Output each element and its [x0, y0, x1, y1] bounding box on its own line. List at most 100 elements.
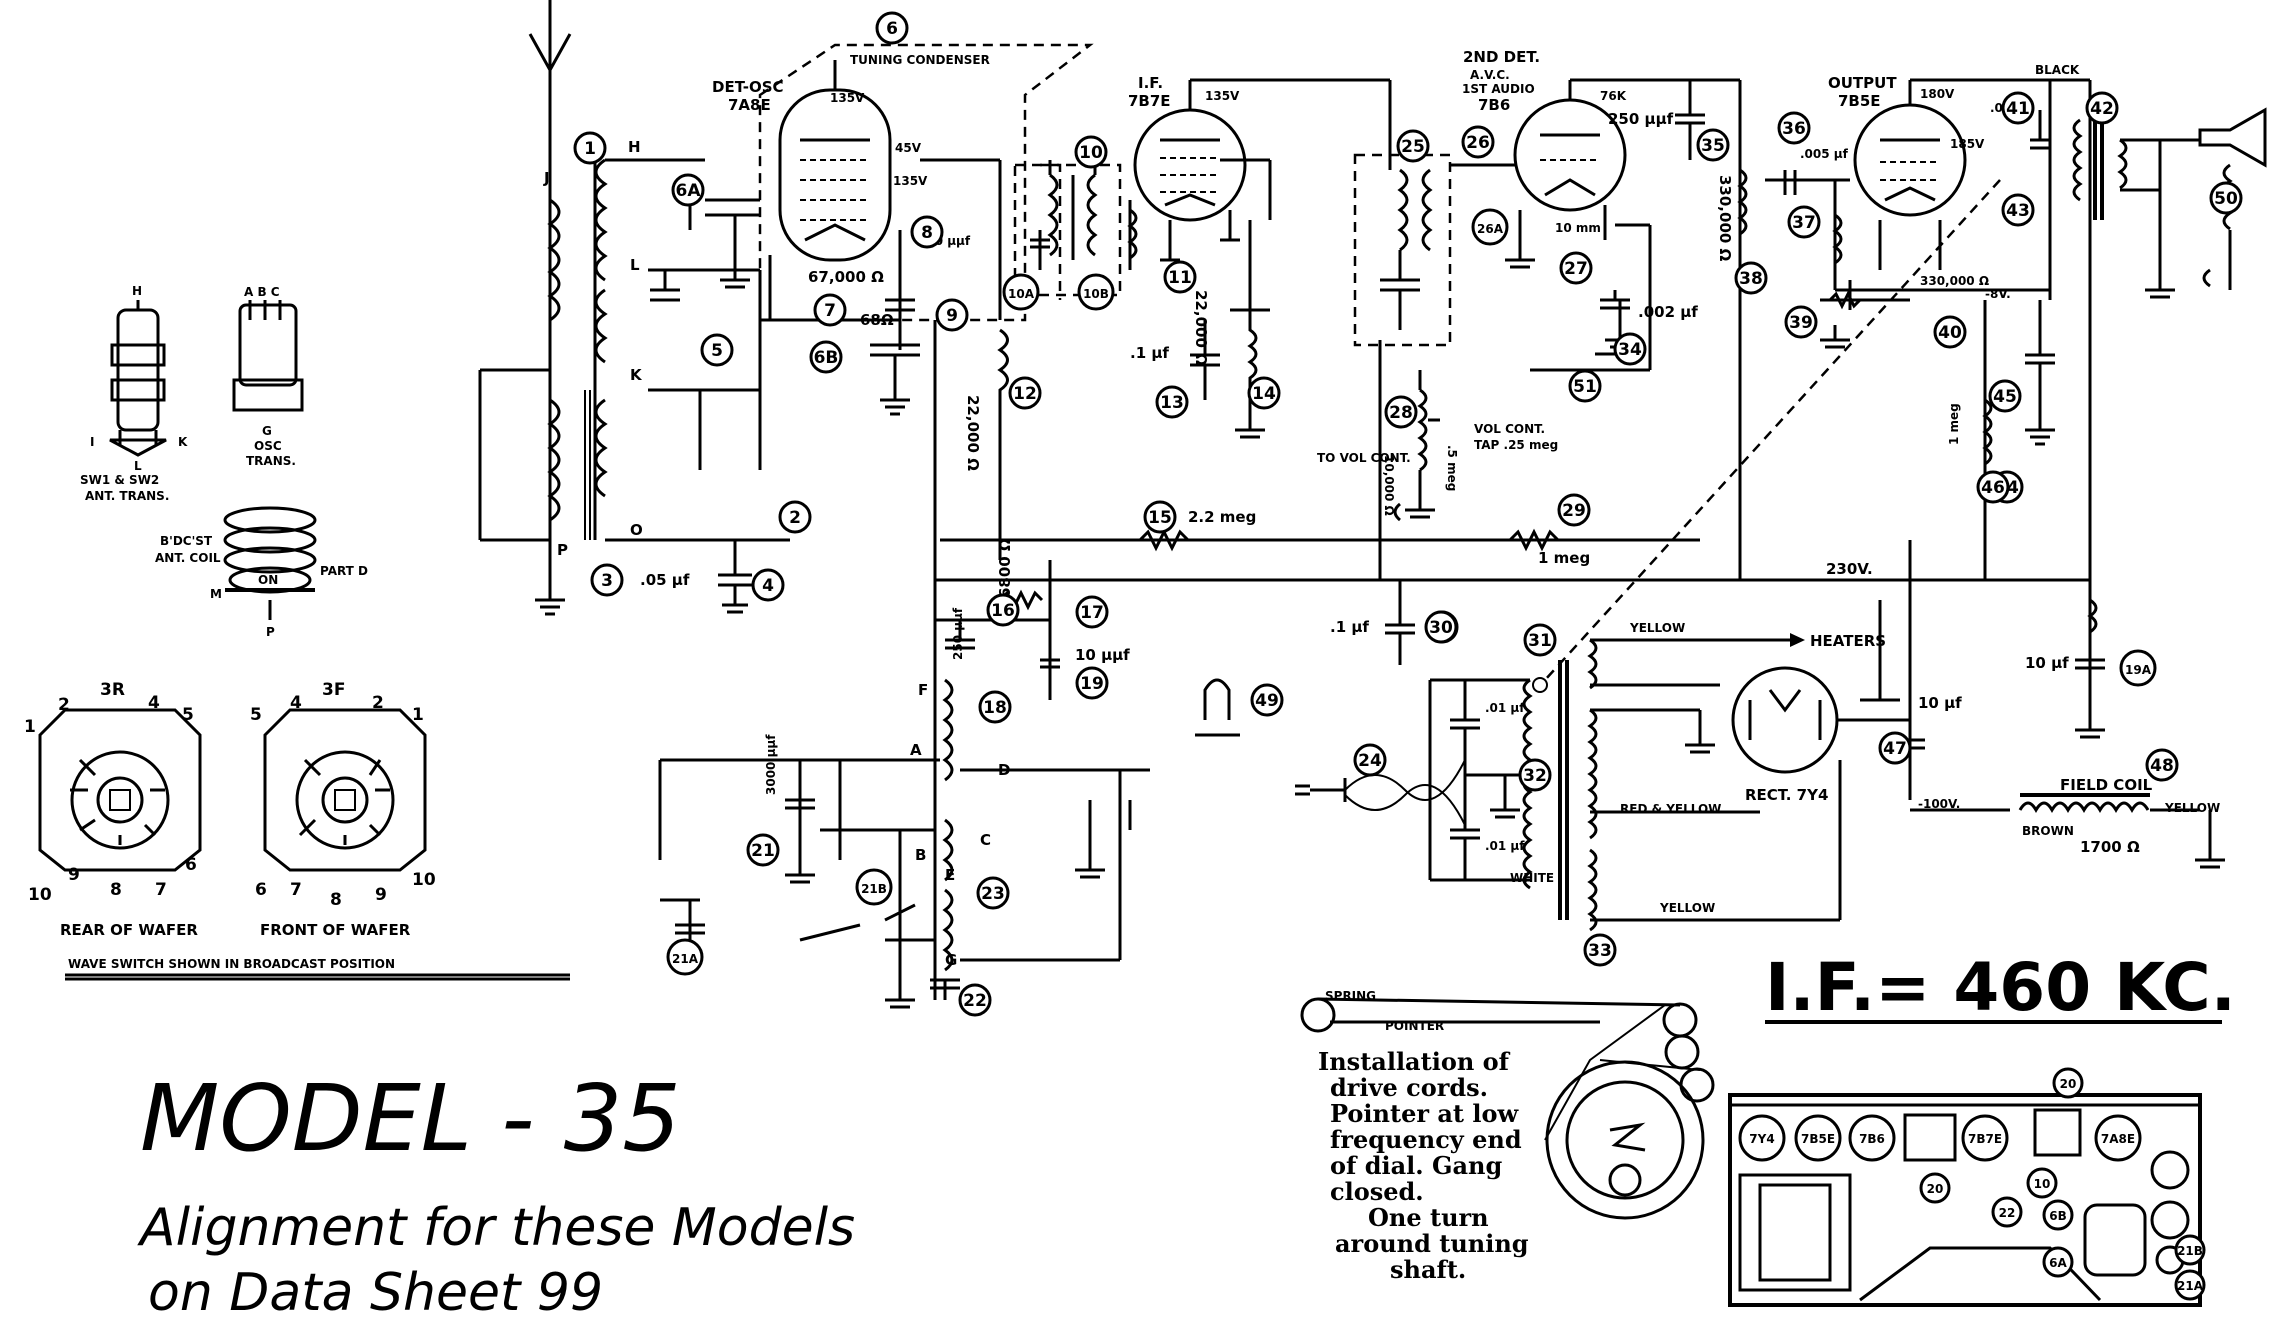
- tube-socket-label: 7B5E: [1801, 1132, 1835, 1146]
- callout-number: 23: [981, 884, 1005, 904]
- wafer-rear-pos: 3R: [100, 680, 125, 700]
- callout-circle: [1471, 208, 1509, 246]
- if-tube-name: I.F.: [1138, 74, 1163, 92]
- osc-coils-lower: 6800 Ω 10 µµf 250 µµf F A D C B G E 3000…: [658, 538, 1150, 1009]
- coil-illustrations: H I K L SW1 & SW2 ANT. TRANS. A B C G OS…: [80, 284, 368, 639]
- value-c32b: .01 µf: [1485, 839, 1525, 853]
- wire-yellow-2: YELLOW: [1659, 901, 1715, 915]
- callout-49: 49: [1250, 683, 1284, 717]
- wire-white: WHITE: [1510, 871, 1554, 885]
- svg-text:PART D: PART D: [320, 564, 368, 578]
- callout-circle: [1777, 111, 1811, 145]
- svg-text:H: H: [132, 284, 142, 298]
- value-c19: 10 µµf: [1075, 646, 1130, 664]
- callout-number: 8: [921, 223, 933, 243]
- to-vol-cont-label: TO VOL CONT.: [1317, 451, 1411, 465]
- layout-callout-circle: [2174, 1269, 2206, 1301]
- minus-8-label: -8V.: [1985, 287, 2011, 301]
- ground-lug-49: [1195, 678, 1240, 737]
- label-a: A: [910, 741, 922, 759]
- b-plus-label: 230V.: [1826, 560, 1873, 578]
- value-c34: .002 µf: [1638, 303, 1698, 321]
- callout-circle: [813, 293, 847, 327]
- wafer-rear-pos: 10: [28, 885, 52, 905]
- callout-number: 10B: [1083, 287, 1109, 301]
- callout-number: 47: [1883, 739, 1907, 759]
- tube-socket-label: 7B7E: [1968, 1132, 2002, 1146]
- callout-14: 14: [1247, 376, 1281, 410]
- det-osc-type: 7A8E: [728, 96, 771, 114]
- callout-number: 37: [1792, 213, 1816, 233]
- callout-number: 10: [1079, 143, 1103, 163]
- callout-41: 41: [2001, 91, 2035, 125]
- callout-circle: [1988, 379, 2022, 413]
- field-coil-label: FIELD COIL: [2060, 776, 2153, 794]
- svg-text:135V: 135V: [893, 174, 928, 188]
- callout-19a: 19A: [2119, 649, 2157, 687]
- callout-number: 28: [1389, 403, 1413, 423]
- bus-lines: 2.2 meg 1 meg 230V. .1 µf: [935, 508, 2090, 665]
- callout-48: 48: [2145, 748, 2179, 782]
- callout-5: 5: [700, 333, 734, 367]
- callout-circle: [1353, 743, 1387, 777]
- field-ohms-label: 1700 Ω: [2080, 838, 2140, 856]
- layout-callout-number: 21A: [2177, 1279, 2204, 1293]
- callout-6a: 6A: [671, 173, 705, 207]
- callout-number: 14: [1252, 384, 1276, 404]
- callout-circle: [1734, 261, 1768, 295]
- bc-ant-line1: B'DC'ST: [160, 534, 213, 548]
- second-det-name: 2ND DET.: [1463, 48, 1540, 66]
- callout-7: 7: [813, 293, 847, 327]
- wafer-rear-pos: 7: [155, 880, 167, 900]
- callout-circle: [700, 333, 734, 367]
- label-l: L: [630, 256, 640, 274]
- callout-22: 22: [958, 983, 992, 1017]
- value-c35: 250 µµf: [1608, 110, 1674, 128]
- layout-callout-number: 20: [2060, 1077, 2077, 1091]
- drive-note-5: of dial. Gang: [1330, 1151, 1502, 1180]
- value-r17: 6800 Ω: [996, 538, 1014, 598]
- callout-number: 21A: [672, 952, 699, 966]
- layout-callout-circle: [1919, 1172, 1951, 1204]
- titles: MODEL - 35 Alignment for these Models on…: [137, 1065, 855, 1323]
- callout-circle: [751, 568, 785, 602]
- second-det-avc: A.V.C.: [1470, 68, 1510, 82]
- callout-number: 36: [1782, 119, 1806, 139]
- value-r21: 3000 µµf: [764, 734, 778, 795]
- callout-number: 3: [601, 571, 613, 591]
- callout-18: 18: [978, 690, 1012, 724]
- callout-circle: [2145, 748, 2179, 782]
- callout-number: 45: [1993, 387, 2017, 407]
- callout-10: 10: [1074, 135, 1108, 169]
- svg-text:76K: 76K: [1600, 89, 1627, 103]
- wafer-rear-pos: 1: [24, 717, 36, 737]
- callout-46: 46: [1976, 470, 2010, 504]
- callout-circle: [1250, 683, 1284, 717]
- wafer-front-pos: 3F: [322, 680, 345, 700]
- callout-circle: [1074, 135, 1108, 169]
- callout-3: 3: [590, 563, 624, 597]
- svg-text:I: I: [90, 435, 94, 449]
- callout-circle: [1559, 251, 1593, 285]
- wafer-front-pos: 5: [250, 705, 262, 725]
- callout-number: 18: [983, 698, 1007, 718]
- value-r44: 1 meg: [1947, 403, 1961, 445]
- drive-note-6: closed.: [1330, 1177, 1424, 1206]
- callout-circle: [1075, 666, 1109, 700]
- heaters-label: HEATERS: [1810, 632, 1886, 650]
- callout-circle: [2209, 181, 2243, 215]
- callout-circle: [671, 173, 705, 207]
- det-osc-name: DET-OSC: [712, 78, 784, 96]
- callout-circle: [910, 215, 944, 249]
- label-h: H: [628, 138, 641, 156]
- svg-text:L: L: [134, 459, 142, 473]
- wire-black: BLACK: [2035, 63, 2080, 77]
- r10k-label: 10,000 Ω: [1382, 455, 1396, 516]
- callout-number: 11: [1168, 268, 1192, 288]
- callout-circle: [590, 563, 624, 597]
- callout-28: 28: [1384, 395, 1418, 429]
- callout-11: 11: [1163, 260, 1197, 294]
- callout-number: 4: [762, 576, 774, 596]
- if-tube: I.F. 7B7E 135V 22,000 Ω .1 µf: [1127, 74, 1390, 439]
